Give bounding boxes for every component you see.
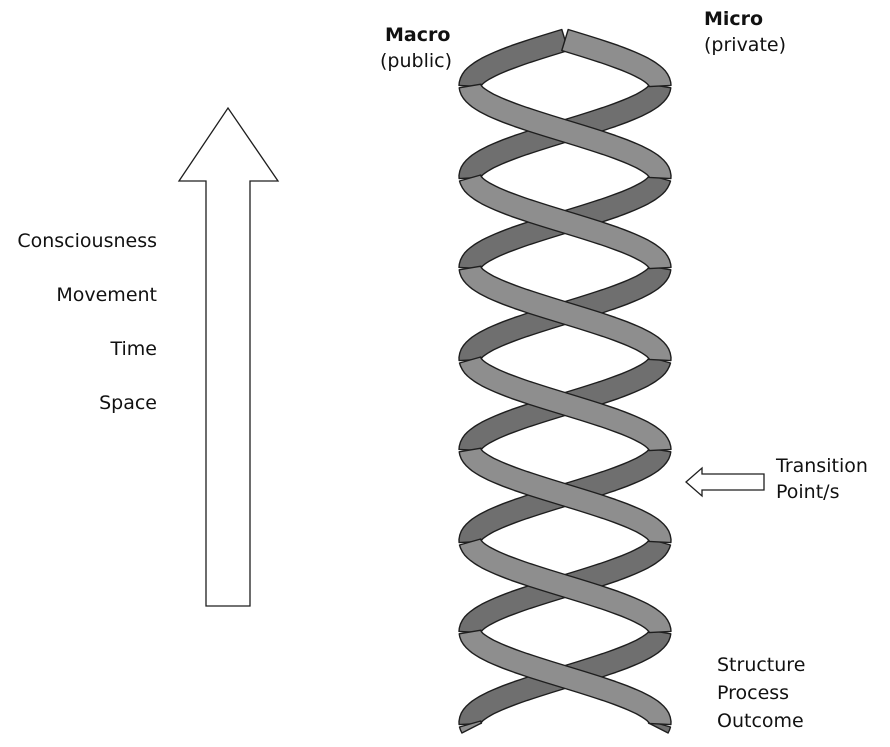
label-space: Space <box>0 392 157 414</box>
up-arrow-icon <box>179 108 278 606</box>
macro-sublabel: (public) <box>380 50 452 72</box>
stage-outcome: Outcome <box>717 710 804 732</box>
left-arrow-icon <box>686 468 764 496</box>
micro-sublabel: (private) <box>704 34 786 56</box>
label-movement: Movement <box>0 284 157 306</box>
micro-strand-segment <box>562 30 671 87</box>
macro-strand-segment <box>459 30 568 87</box>
transition-label-line1: Transition <box>776 455 868 477</box>
macro-label: Macro <box>385 24 450 46</box>
double-helix <box>459 30 671 734</box>
stage-process: Process <box>717 682 789 704</box>
transition-label-line2: Point/s <box>776 481 839 503</box>
stage-structure: Structure <box>717 654 805 676</box>
micro-label: Micro <box>704 8 763 30</box>
label-time: Time <box>0 338 157 360</box>
label-consciousness: Consciousness <box>0 230 157 252</box>
